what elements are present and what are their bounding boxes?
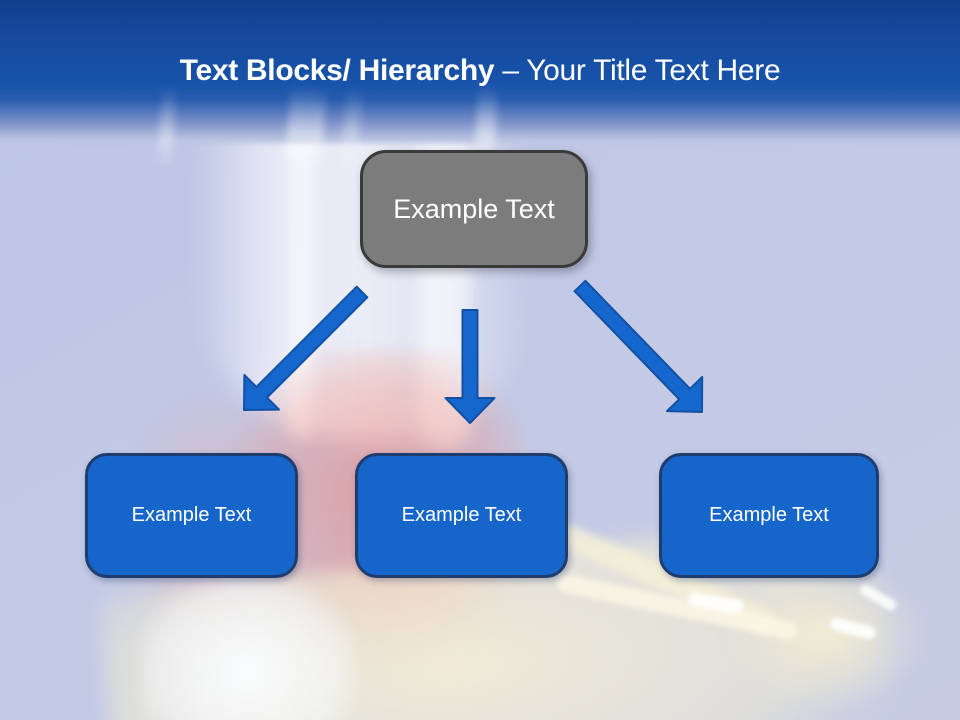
hierarchy-child-label: Example Text bbox=[401, 504, 522, 526]
toe-bones bbox=[730, 565, 925, 705]
title-bar: Text Blocks/ Hierarchy – Your Title Text… bbox=[0, 0, 960, 166]
slide-title-bold: Text Blocks/ Hierarchy bbox=[179, 54, 495, 87]
hierarchy-child-box-1[interactable]: Example Text bbox=[85, 453, 298, 578]
toe-bone-chip bbox=[829, 616, 877, 641]
hierarchy-child-box-2[interactable]: Example Text bbox=[355, 453, 568, 578]
light-streak bbox=[340, 85, 364, 165]
hierarchy-root-label: Example Text bbox=[393, 193, 555, 224]
heel-bone bbox=[140, 580, 355, 720]
hierarchy-child-box-3[interactable]: Example Text bbox=[659, 453, 879, 578]
slide-title[interactable]: Text Blocks/ Hierarchy – Your Title Text… bbox=[0, 54, 960, 88]
light-streak bbox=[157, 85, 177, 165]
hierarchy-arrow bbox=[243, 285, 369, 411]
light-streak bbox=[284, 84, 328, 166]
hierarchy-root-box[interactable]: Example Text bbox=[360, 150, 588, 268]
hierarchy-child-label: Example Text bbox=[131, 504, 252, 526]
shin-bone bbox=[288, 118, 314, 438]
hierarchy-child-label: Example Text bbox=[709, 504, 829, 526]
hierarchy-arrow bbox=[444, 309, 496, 424]
toe-bone-chip bbox=[687, 591, 745, 615]
toe-bone-chip bbox=[857, 582, 899, 613]
hierarchy-arrow bbox=[573, 279, 704, 413]
metatarsal-bone bbox=[555, 572, 800, 642]
slide-title-subtitle: – Your Title Text Here bbox=[494, 54, 781, 87]
